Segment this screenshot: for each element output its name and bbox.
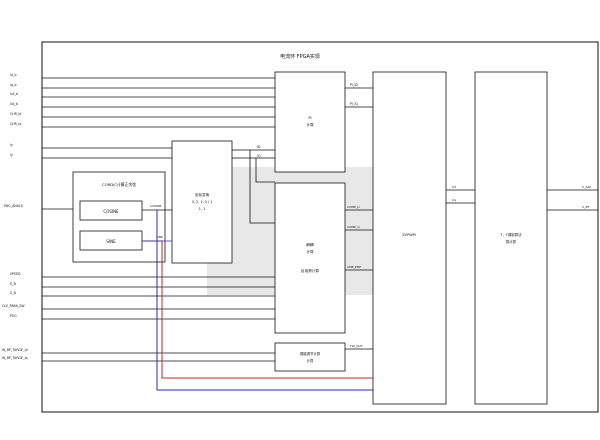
output-label: V_BT (582, 205, 590, 209)
input-label: CHR_Iq (10, 122, 21, 126)
input-label: SPEED (10, 272, 21, 276)
input-label: Iy (10, 143, 13, 147)
input-label: Iy (10, 153, 13, 157)
cosine-label: COSINE (103, 209, 119, 214)
input-lines-bottom (42, 276, 275, 362)
svpwm-block (372, 71, 447, 405)
cordic-title: CORDIC计算正余弦 (102, 182, 136, 187)
modulation-line1: T、F调制算法 (500, 232, 523, 237)
input-labels-bottom: SPEED S_B S_B CLE_PARA_SW PSO W_BP_TARGE… (2, 272, 28, 360)
input-label: W_BP_TARGE_Iq (2, 356, 28, 360)
coord-transform-line3: 1, 1 (199, 207, 205, 211)
input-label: CLE_PARA_SW (2, 304, 25, 308)
blue-cosine-line (156, 210, 373, 391)
cosine-block (79, 200, 143, 221)
pi-block (274, 71, 346, 173)
signal-label: CMP_EMF (347, 265, 361, 269)
signal-label: SINE (156, 235, 163, 239)
input-label: Ud_b (10, 92, 18, 96)
input-label: Iq_b (10, 83, 17, 87)
signal-label: Uq (452, 198, 456, 202)
fw-line2: 计算 (307, 358, 314, 363)
fw-line1: 弱磁调节计算 (300, 351, 321, 356)
input-label: CHR_Id (10, 112, 21, 116)
diagram-title: 电流环 FPGA实现 (280, 53, 320, 60)
input-label: S_B (10, 291, 16, 295)
output-label: V_ALP (582, 185, 591, 189)
signal-label: PI_IQ (350, 102, 358, 106)
input-label: ENC_ANGLE (4, 204, 23, 208)
svpwm-label: SVPWM (402, 233, 416, 237)
coord-transform-line2: 3, 2, 1, 0 / 1 (192, 200, 213, 204)
park-output-lines (232, 149, 275, 224)
signal-label: COSINE (150, 204, 161, 208)
field-weakening-block (274, 342, 346, 372)
coord-transform-line1: 坐标变换 (195, 192, 210, 197)
signal-label: PI_ID (350, 83, 358, 87)
signal-label: IQ (257, 154, 261, 158)
decouple-line3: 反电势计算 (301, 268, 319, 273)
signal-label: Ud (452, 185, 456, 189)
input-label: Uq_b (10, 102, 18, 106)
pi-line1: PI (308, 116, 311, 120)
sine-label: SINE (106, 239, 116, 244)
input-label: Id_b (10, 73, 17, 77)
modulation-line2: 算计算 (506, 239, 517, 244)
decouple-line1: 解耦 (306, 242, 314, 247)
signal-label: COMP_D (347, 205, 360, 209)
signal-label: COMP_Q (347, 225, 360, 229)
input-label: PSO (10, 314, 17, 318)
input-label: W_BP_TARGE_Id (2, 348, 28, 352)
pi-line2: 计算 (306, 122, 314, 127)
modulation-block (474, 71, 548, 405)
signal-label: ID (257, 145, 261, 149)
input-labels-top: Id_b Iq_b Ud_b Uq_b CHR_Id CHR_Iq Iy Iy (10, 73, 21, 157)
input-lines-top (42, 77, 275, 159)
input-label: S_B (10, 282, 16, 286)
signal-label: FW_OUT (350, 344, 363, 348)
outer-frame (41, 41, 599, 413)
decouple-line2: 计算 (306, 249, 314, 254)
coord-transform-block (171, 140, 233, 264)
decouple-block (274, 182, 346, 334)
